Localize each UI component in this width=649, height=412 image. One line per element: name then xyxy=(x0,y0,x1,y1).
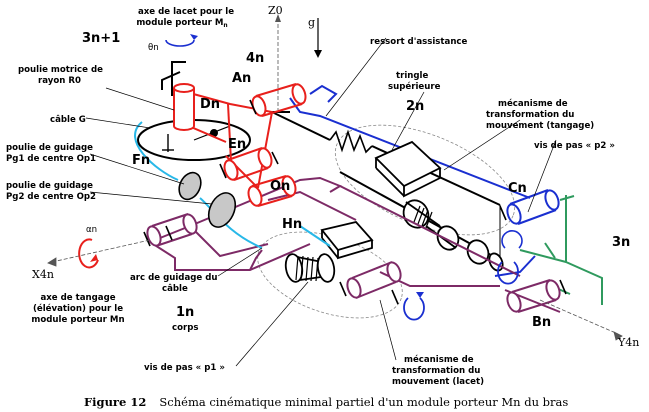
rotation-arrow-p2 xyxy=(497,261,519,285)
tangage-mechanism xyxy=(374,140,504,272)
label-2n: 2n xyxy=(406,99,424,114)
mech-lacet-3: mouvement (lacet) xyxy=(392,377,484,387)
label-en: En xyxy=(228,137,246,152)
theta-label: θn xyxy=(148,43,159,53)
green-frame-3n xyxy=(519,195,603,305)
y4n-axis xyxy=(539,299,623,341)
caption-number: Figure 12 xyxy=(84,395,146,409)
tilt-label-1: axe de tangage xyxy=(40,293,115,303)
yaw-axis-label-1: axe de lacet pour le xyxy=(138,7,234,17)
label-on: On xyxy=(270,179,290,194)
caption-text: Schéma cinématique minimal partiel d'un … xyxy=(159,395,568,409)
mech-tangage-1: mécanisme de xyxy=(498,98,568,109)
rod-2n xyxy=(271,111,501,261)
cylinder-cn xyxy=(506,189,560,225)
gravity-arrow: g xyxy=(308,16,322,58)
label-fn: Fn xyxy=(132,153,150,168)
poulie-motrice-1: poulie motrice de xyxy=(18,65,103,75)
rotation-arrow-alpha xyxy=(78,238,99,269)
corps-label: corps xyxy=(172,323,199,333)
tilt-label-3: module porteur Mn xyxy=(31,315,124,325)
poulie1-label-1: poulie de guidage xyxy=(6,143,93,153)
dashed-ellipse-bottom xyxy=(257,231,403,319)
lacet-mechanism xyxy=(284,221,374,283)
label-3n1: 3n+1 xyxy=(82,31,120,46)
label-dn: Dn xyxy=(200,97,220,112)
leader-lines xyxy=(85,37,557,367)
poulie2-label-2: Pg2 de centre Op2 xyxy=(6,192,96,202)
mech-tangage-2: transformation du xyxy=(486,110,574,120)
poulie1-label-2: Pg1 de centre Op1 xyxy=(6,154,96,164)
yaw-axis-label-2: module porteur Mn xyxy=(136,18,227,29)
tilt-label-2: (élévation) pour le xyxy=(33,303,123,314)
label-3n: 3n xyxy=(612,235,630,250)
screw-threads-p2 xyxy=(413,205,433,229)
cylinder-on xyxy=(247,175,297,207)
arc-label-1: arc de guidage du xyxy=(130,273,218,283)
label-4n: 4n xyxy=(246,51,264,66)
mech-tangage-3: mouvement (tangage) xyxy=(486,121,594,131)
label-bn: Bn xyxy=(532,315,551,330)
frame-3n1 xyxy=(161,61,186,96)
rod-label-2: supérieure xyxy=(388,81,441,92)
vis-p1-label: vis de pas « p1 » xyxy=(144,363,225,373)
label-cn: Cn xyxy=(508,181,527,196)
cable-label: câble G xyxy=(50,115,86,125)
y4n-label: Y4n xyxy=(617,336,639,349)
cylinder-lacet xyxy=(346,261,402,299)
mech-lacet-1: mécanisme de xyxy=(404,354,474,365)
vis-p2-label: vis de pas « p2 » xyxy=(534,141,615,151)
pulley-pg1 xyxy=(178,171,202,201)
x4n-label: X4n xyxy=(32,268,54,281)
arc-label-2: câble xyxy=(162,284,188,294)
cylinder-an xyxy=(251,83,307,117)
mech-lacet-2: transformation du xyxy=(392,366,480,376)
g-label: g xyxy=(308,16,315,29)
cylinder-dn xyxy=(173,83,195,131)
x4n-axis xyxy=(47,239,151,267)
dashed-ellipse-top xyxy=(334,124,516,236)
label-an: An xyxy=(232,71,251,86)
alpha-label: αn xyxy=(86,225,97,235)
purple-body-1n xyxy=(149,176,561,313)
pulley-pg2 xyxy=(207,192,237,228)
cylinder-bn xyxy=(506,279,561,313)
cylinder-en xyxy=(223,147,273,181)
figure-caption: Figure 12 Schéma cinématique minimal par… xyxy=(84,391,568,410)
z0-axis: Z0 xyxy=(268,4,283,110)
axis-ticks xyxy=(143,99,567,305)
screw-threads-p1 xyxy=(295,255,319,282)
label-hn: Hn xyxy=(282,217,302,232)
z0-label: Z0 xyxy=(268,4,283,17)
spring-label: ressort d'assistance xyxy=(370,37,468,47)
rotation-arrow-p1 xyxy=(403,292,425,321)
poulie2-label-1: poulie de guidage xyxy=(6,181,93,191)
label-1n: 1n xyxy=(176,305,194,320)
rod-label-1: tringle xyxy=(396,71,429,81)
poulie-motrice-2: rayon R0 xyxy=(38,76,81,86)
cylinder-alpha xyxy=(146,213,198,247)
rotation-arrow-theta xyxy=(165,34,198,47)
